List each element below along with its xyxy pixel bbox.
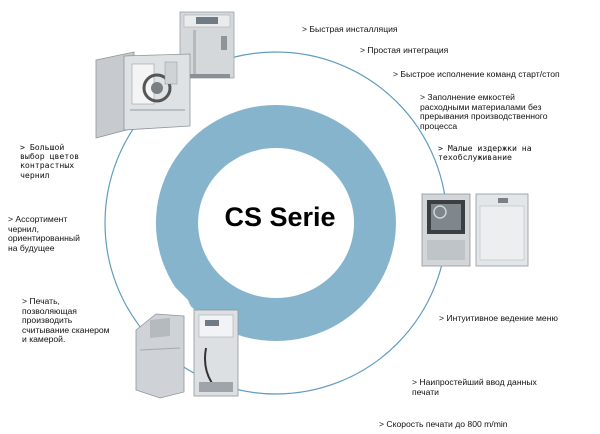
feature-fast-installation: > Быстрая инсталляция [302,24,398,34]
feature-scanner-readable-print: > Печать, позволяющая производить считыв… [22,296,110,345]
feature-print-speed: > Скорость печати до 800 m/min [379,419,508,429]
diagram-title: CS Serie [224,202,336,232]
feature-simple-integration: > Простая интеграция [360,45,449,55]
feature-ink-color-choice: > Большой выбор цветов контрастных черни… [20,142,80,180]
printer-right-pair-image [421,193,529,267]
feature-easy-data-input: > Наипростейший ввод данных печати [412,377,537,397]
feature-low-maintenance: > Малые издержки на техобслуживание [438,143,532,163]
printer-open-cabinet-image [95,51,191,139]
printer-bottom-pair-image [135,309,239,399]
feature-intuitive-menu: > Интуитивное ведение меню [439,313,558,323]
feature-refill-without-stop: > Заполнение емкостей расходными материа… [420,92,548,131]
feature-future-ink-range: > Ассортимент чернил, ориентированный на… [8,214,80,253]
feature-fast-start-stop: > Быстрое исполнение команд старт/стоп [393,69,560,79]
ring-band [155,105,396,342]
